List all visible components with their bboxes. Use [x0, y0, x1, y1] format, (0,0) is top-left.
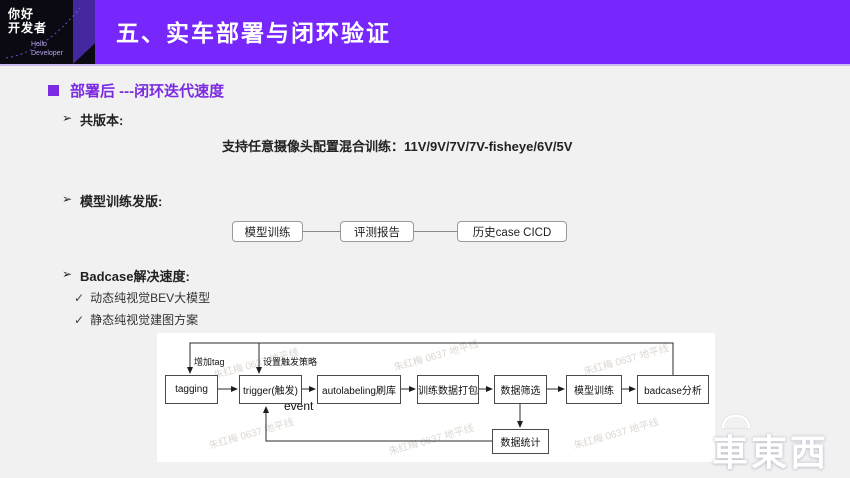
bullet-badcase-label: Badcase解决速度: [80, 269, 190, 284]
check-item-dynamic-bev: ✓ 动态纯视觉BEV大模型 [74, 289, 210, 306]
logo-arc-decoration [5, 7, 81, 59]
logo-cn-line1: 你好 [8, 7, 35, 21]
flow-label-add-tag: 增加tag [194, 357, 225, 367]
release-flow-node-model-training: 模型训练 [232, 221, 303, 242]
flow-node-tagging: tagging [165, 375, 218, 404]
flow-node-data-filtering: 数据筛选 [494, 375, 547, 404]
logo-en-text: Hello Developer [31, 40, 63, 58]
arrow-bullet-icon: ➢ [62, 192, 73, 206]
logo-cn-line2: 开发者 [8, 21, 48, 35]
arrow-bullet-icon: ➢ [62, 111, 73, 125]
release-flow-node-history-case-cicd: 历史case CICD [457, 221, 567, 242]
flow-node-trigger: trigger(触发) [239, 375, 302, 404]
check-item-label: 动态纯视觉BEV大模型 [90, 291, 211, 305]
flowchart-panel: 朱红梅 0637 地平线 朱红梅 0637 地平线 朱红梅 0637 地平线 朱… [157, 333, 715, 462]
hello-developer-logo: 你好 开发者 Hello Developer [0, 0, 95, 64]
header-bar [0, 0, 850, 64]
flow-node-autolabeling: autolabeling刷库 [317, 375, 401, 404]
section-heading: 部署后 ---闭环迭代速度 [70, 83, 225, 100]
check-item-static-mapping: ✓ 静态纯视觉建图方案 [74, 311, 198, 328]
flow-node-model-training: 模型训练 [566, 375, 622, 404]
logo-en-line2: Developer [31, 50, 63, 57]
slide-title: 五、实车部署与闭环验证 [116, 20, 391, 46]
logo-purple-strip [73, 0, 95, 64]
logo-cn-text: 你好 开发者 [8, 7, 47, 35]
logo-en-line1: Hello [31, 41, 47, 48]
check-icon: ✓ [74, 313, 85, 327]
check-item-label: 静态纯视觉建图方案 [90, 313, 199, 327]
flow-node-data-packing: 训练数据打包 [417, 375, 479, 404]
chedongxi-arc-icon [722, 415, 750, 428]
release-flow-connector [303, 231, 340, 232]
release-flow-connector [414, 231, 457, 232]
flow-node-data-stats: 数据统计 [492, 429, 549, 454]
release-flow-node-eval-report: 评测报告 [340, 221, 414, 242]
flow-label-set-trigger-policy: 设置触发策略 [263, 357, 318, 367]
header-divider [0, 64, 850, 66]
bullet-release-label: 模型训练发版: [80, 194, 163, 209]
check-icon: ✓ [74, 291, 85, 305]
arrow-bullet-icon: ➢ [62, 267, 73, 281]
bullet-version-label: 共版本: [80, 113, 124, 128]
flowchart-connectors [187, 342, 674, 442]
chedongxi-watermark: 車東西 [712, 432, 830, 473]
flow-node-badcase-analysis: badcase分析 [637, 375, 709, 404]
version-support-text: 支持任意摄像头配置混合训练：11V/9V/7V/7V-fisheye/6V/5V [222, 139, 573, 154]
square-bullet-icon [48, 85, 59, 96]
